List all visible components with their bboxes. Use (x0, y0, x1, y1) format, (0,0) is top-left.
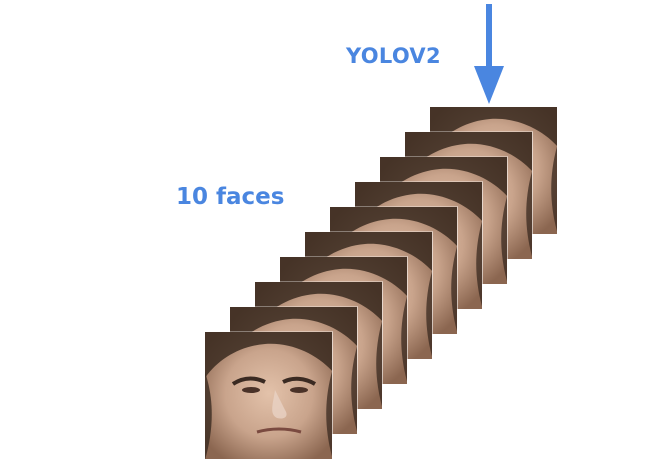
face-crop-icon (205, 332, 332, 459)
model-label: YOLOV2 (346, 44, 441, 68)
face-count-label: 10 faces (176, 184, 285, 210)
face-crop-stack (205, 106, 558, 459)
down-arrow-icon (474, 4, 504, 104)
face-crop-10 (205, 331, 333, 459)
